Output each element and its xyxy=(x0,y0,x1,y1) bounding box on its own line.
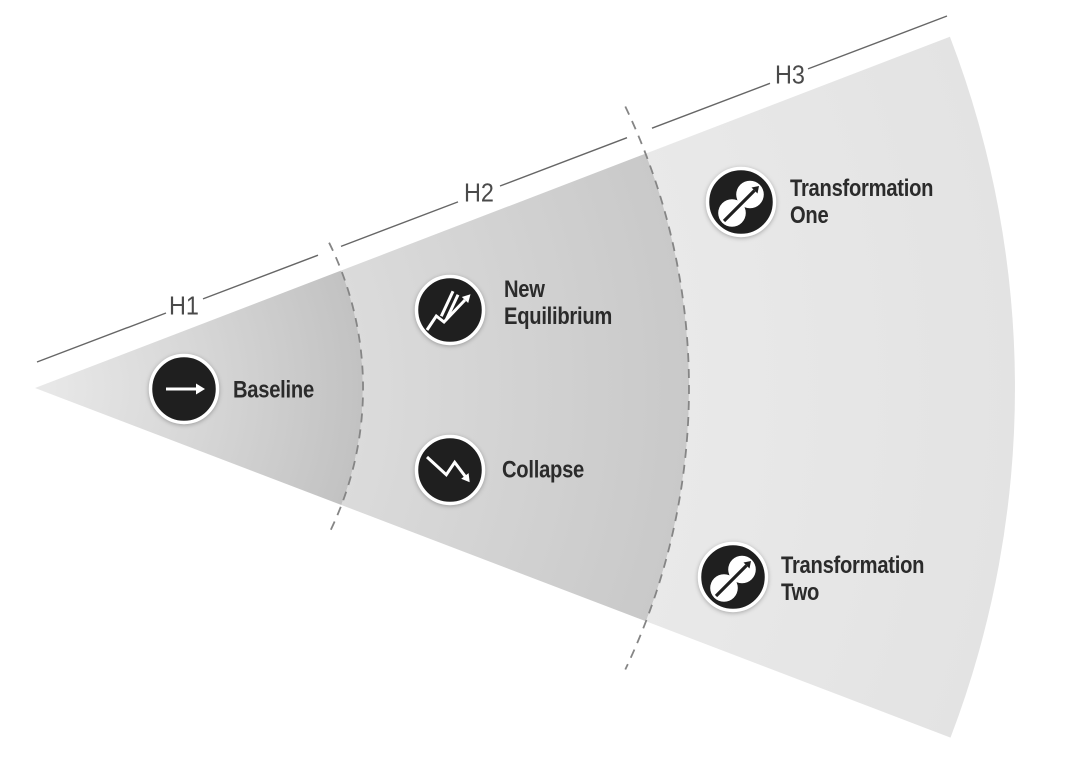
h2-wedge xyxy=(341,153,690,622)
scenario-label-transformation-two: Transformation Two xyxy=(781,552,925,606)
horizon-ruler-line xyxy=(36,15,948,363)
collapse-zigzag-decline-arrow-icon xyxy=(414,434,486,506)
transformation-one-overlapping-circles-arrow-icon xyxy=(705,166,777,238)
scenario-label-new-equilibrium: New Equilibrium xyxy=(504,276,613,330)
transformation-two-overlapping-circles-arrow-icon xyxy=(697,541,769,613)
new-equilibrium-zigzag-rise-arrow-icon xyxy=(414,274,486,346)
scenario-label-transformation-one: Transformation One xyxy=(790,175,934,229)
h3-wedge xyxy=(645,36,1015,738)
horizon-label-h3: H3 xyxy=(775,59,805,90)
horizon-label-h1: H1 xyxy=(169,290,199,321)
scenario-label-collapse: Collapse xyxy=(502,456,585,484)
h2-h3-boundary-arc xyxy=(624,106,690,670)
horizon-label-h2: H2 xyxy=(464,177,494,208)
h1-h2-boundary-arc xyxy=(328,242,364,534)
scenario-label-baseline: Baseline xyxy=(233,376,314,404)
baseline-straight-arrow-icon xyxy=(148,353,220,425)
